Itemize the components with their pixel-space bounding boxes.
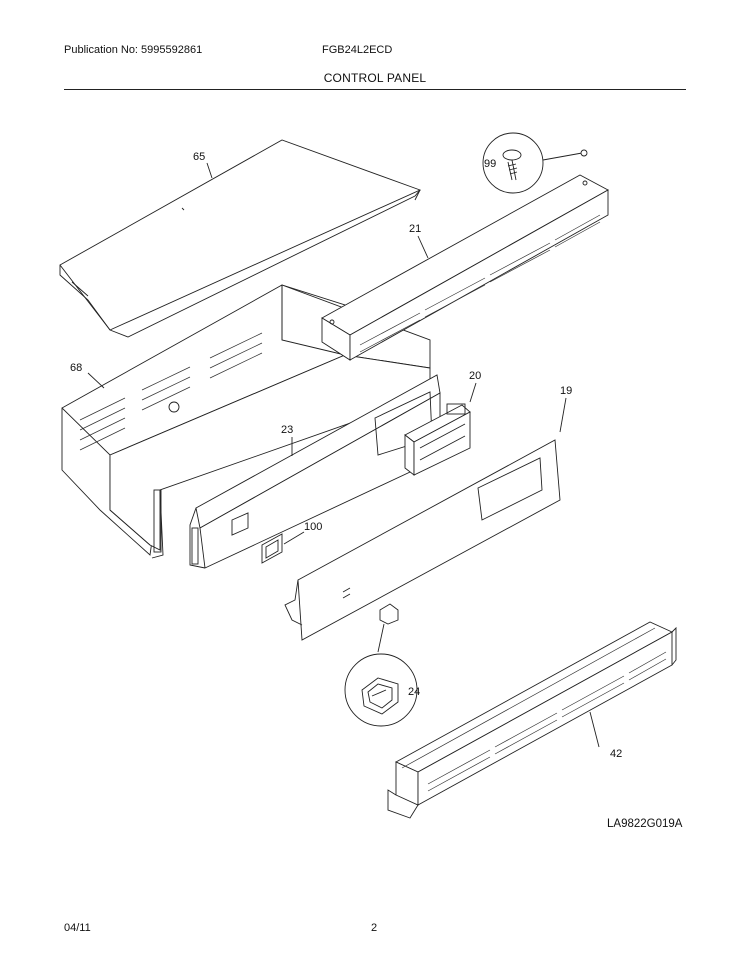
callout-19: 19 bbox=[560, 385, 572, 397]
footer-date: 04/11 bbox=[64, 922, 91, 934]
model-number: FGB24L2ECD bbox=[322, 44, 393, 56]
part-42-lower-vent-trim bbox=[387, 621, 677, 819]
drawing-number: LA9822G019A bbox=[607, 818, 683, 830]
leader-lines bbox=[87, 162, 600, 748]
part-21-upper-vent-trim bbox=[321, 174, 609, 361]
rocker-switch-part bbox=[377, 603, 399, 653]
part-24-switch-detail bbox=[344, 653, 418, 727]
part-99-screw-detail bbox=[482, 132, 588, 194]
callout-24: 24 bbox=[408, 686, 420, 698]
page-number: 2 bbox=[371, 922, 378, 934]
part-100-label bbox=[261, 533, 283, 564]
callout-20: 20 bbox=[469, 370, 481, 382]
callout-99: 99 bbox=[484, 158, 496, 170]
publication-number: Publication No: 5995592861 bbox=[64, 44, 203, 56]
section-title: CONTROL PANEL bbox=[323, 71, 427, 85]
header-divider bbox=[64, 89, 686, 90]
callout-21: 21 bbox=[409, 223, 421, 235]
part-20-control-module bbox=[404, 403, 471, 476]
callout-42: 42 bbox=[610, 748, 622, 760]
callout-65: 65 bbox=[193, 151, 205, 163]
callout-68: 68 bbox=[70, 362, 82, 374]
callout-100: 100 bbox=[304, 521, 322, 533]
part-65-top-cover bbox=[59, 139, 422, 338]
callout-23: 23 bbox=[281, 424, 293, 436]
part-19-front-panel bbox=[284, 439, 561, 641]
